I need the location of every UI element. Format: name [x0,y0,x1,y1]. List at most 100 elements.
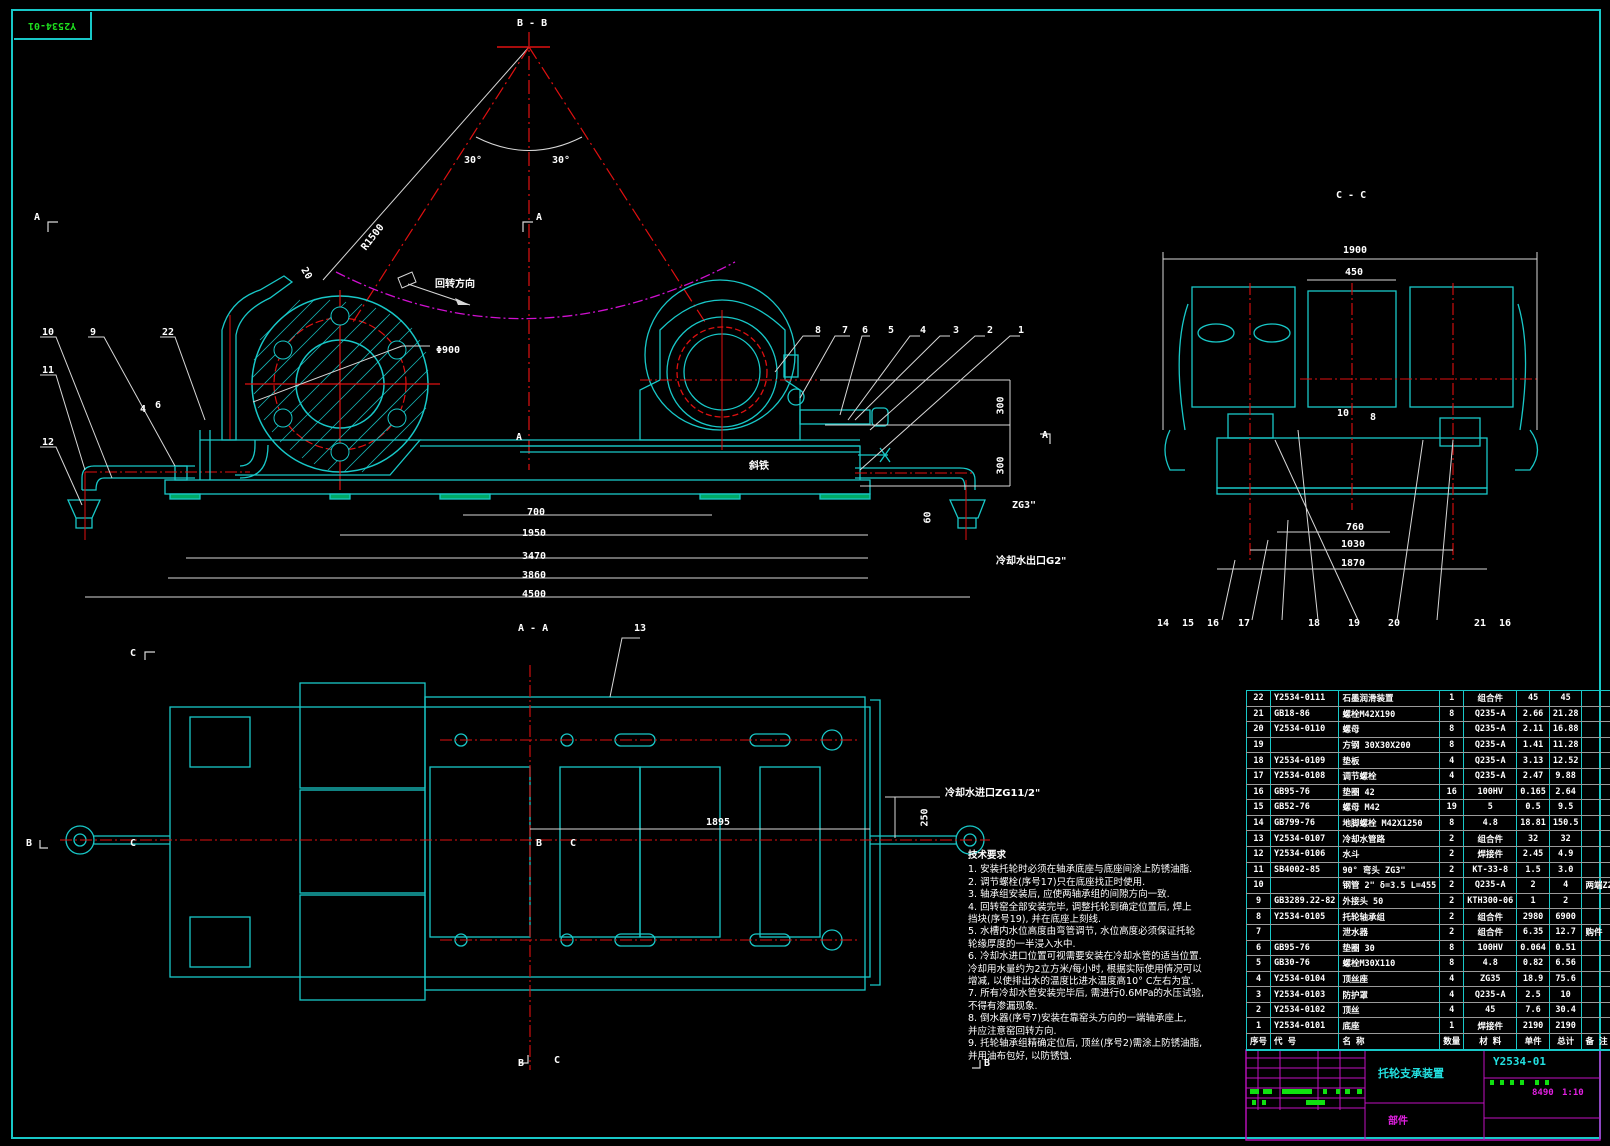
bom-cell: 2 [1516,877,1550,894]
bom-cell: 4 [1245,970,1272,988]
note-line: 5. 水槽内水位高度由弯管调节, 水位高度必须保证托轮 [968,926,1196,938]
dim-1950: 1950 [522,528,547,539]
corner-code-text: Y2534-01 [27,20,77,31]
bom-cell: 12.52 [1548,752,1583,769]
bom-cell: 1.5 [1516,861,1550,879]
rotation-direction-label: 回转方向 [435,279,475,290]
dim-1030: 1030 [1341,539,1366,550]
dim-height-300-lower: 300 [995,456,1007,475]
balloon-3: 3 [953,325,960,336]
aa-dimension-lines [530,637,940,838]
bom-cell: 数量 [1439,1033,1465,1051]
bom-cell: 14 [1245,814,1272,832]
bom-cell: 2.5 [1516,986,1550,1003]
bom-cell: 8 [1439,705,1465,723]
dim-4500: 4500 [522,589,547,600]
bom-cell: 12 [1245,845,1272,863]
bom-cell [1581,830,1610,847]
dim-450: 450 [1345,267,1364,278]
angle-line-right [528,46,706,323]
weld-label-8: 8 [1370,412,1377,423]
section-b-bottom: B [518,1058,525,1069]
corner-drawing-code: Y2534-01 [14,12,92,40]
bom-cell: 螺母 [1338,721,1441,738]
bom-cell: GB30-76 [1270,955,1340,972]
bom-cell [1581,814,1610,832]
dim-height-60: 60 [922,511,934,524]
bom-cell: 总计 [1548,1033,1583,1051]
bom-cell: 5 [1245,955,1272,972]
inlet-fraction: 1/2" [1017,788,1041,799]
bom-cell: GB3289.22-82 [1270,892,1340,910]
bom-cell [1270,877,1340,894]
bom-cell: Q235-A [1463,767,1518,785]
bom-cell: 15 [1245,799,1272,816]
bom-cell: 9 [1245,892,1272,910]
bom-cell: 30.4 [1548,1001,1583,1019]
bom-cell: 垫板 [1338,752,1441,769]
bom-cell: 8 [1245,908,1272,925]
bom-cell: Y2534-0107 [1270,830,1340,847]
note-line: 6. 冷却水进口位置可视需要安装在冷却水管的适当位置. [968,951,1202,963]
bom-cell: KT-33-8 [1463,861,1518,879]
bom-cell: GB95-76 [1270,939,1340,957]
balloon-17: 17 [1238,618,1251,629]
base-a-label: A [516,432,523,443]
radius-line [322,46,530,281]
section-b-mid: B [536,838,543,849]
base-frame [164,430,871,500]
bom-cell: 2 [1439,830,1465,847]
bom-cell: 18.81 [1516,814,1550,832]
bom-cell: 100HV [1463,939,1518,957]
technical-requirements: 技术要求 1. 安装托轮时必须在轴承底座与底座间涂上防锈油脂. 2. 调节螺栓(… [968,850,1218,1063]
bom-cell: 2 [1439,861,1465,879]
balloon-14: 14 [1157,618,1170,629]
bom-cell: 单件 [1516,1033,1550,1051]
bom-cell: 1.41 [1516,736,1550,754]
bom-cell: 组合件 [1463,908,1518,925]
bom-cell: 石墨润滑装置 [1338,690,1441,707]
note-line: 挡块(序号19), 并在底座上刻线. [968,914,1102,926]
dim-1870: 1870 [1341,558,1366,569]
cc-dimension-lines [1162,252,1538,621]
drawing-scale: 1:10 [1562,1088,1584,1098]
balloon-15: 15 [1182,618,1195,629]
balloon-13: 13 [634,623,647,634]
bom-cell: 45 [1516,690,1550,707]
bom-cell: 11 [1245,861,1272,879]
bom-cell: 9.88 [1548,767,1583,785]
cooling-water-inlet-label: 冷却水进口ZG11/2" [945,784,1040,799]
bom-cell: 方钢 30X30X200 [1338,736,1441,754]
bom-cell [1581,861,1610,879]
note-line: 9. 托轮轴承组精确定位后, 顶丝(序号2)需涂上防锈油脂, [968,1038,1203,1050]
bom-cell: 2 [1439,908,1465,925]
bom-cell: 45 [1548,690,1583,707]
bom-cell: 75.6 [1548,970,1583,988]
bom-cell: 0.064 [1516,939,1550,957]
balloon-21: 21 [1474,618,1487,629]
view-aa [65,682,985,1001]
bom-cell: 螺母 M42 [1338,799,1441,816]
bom-cell: 8 [1439,736,1465,754]
bom-cell: 18 [1245,752,1272,769]
bom-cell: 19 [1439,799,1465,816]
bom-cell: 2 [1245,1001,1272,1019]
bb-dimension-lines [85,380,1011,598]
bom-cell: 1 [1245,1017,1272,1035]
note-line: 并用油布包好, 以防锈蚀. [968,1050,1073,1062]
bom-cell [1581,1017,1610,1035]
bom-cell: 150.5 [1548,814,1583,832]
bom-cell: 11.28 [1548,736,1583,754]
dim-250: 250 [919,808,931,827]
roller-wheel [245,290,440,490]
